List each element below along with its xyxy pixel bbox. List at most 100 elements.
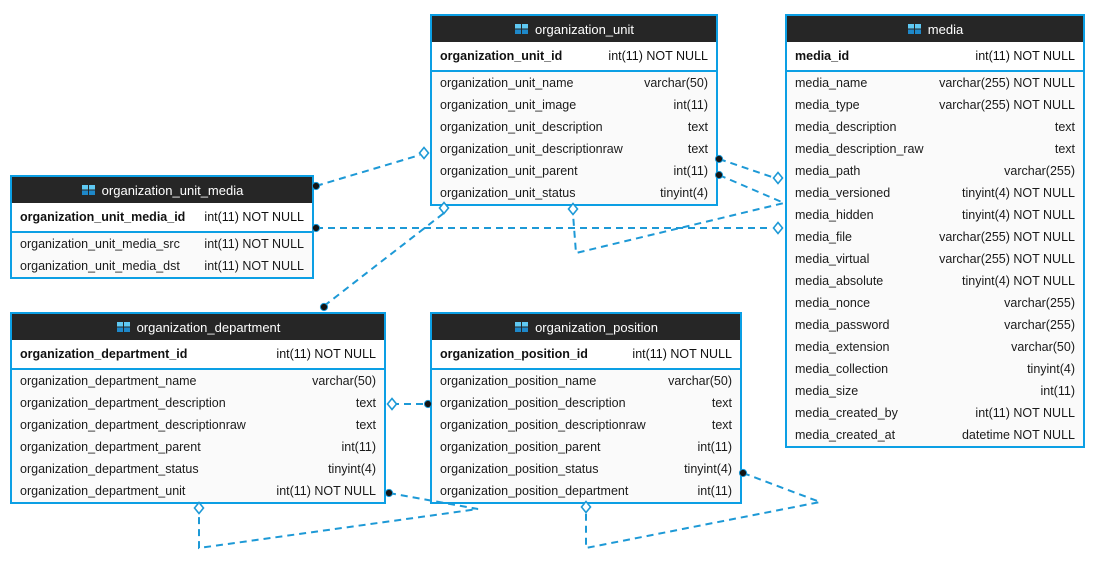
column-type: varchar(255) xyxy=(1004,318,1075,332)
table-row[interactable]: media_type varchar(255) NOT NULL xyxy=(787,94,1083,116)
column-name: organization_department_name xyxy=(20,374,197,388)
table-row[interactable]: organization_department_description text xyxy=(12,392,384,414)
relationship-organization_unit_media_dst->media[interactable] xyxy=(311,221,784,235)
table-row[interactable]: organization_unit_parent int(11) xyxy=(432,160,716,182)
column-name: media_created_at xyxy=(795,428,896,442)
many-end-icon xyxy=(384,488,394,498)
table-row[interactable]: media_hidden tinyint(4) NOT NULL xyxy=(787,204,1083,226)
table-row[interactable]: media_name varchar(255) NOT NULL xyxy=(787,72,1083,94)
table-row[interactable]: media_created_at datetime NOT NULL xyxy=(787,424,1083,446)
table-row[interactable]: media_virtual varchar(255) NOT NULL xyxy=(787,248,1083,270)
table-row[interactable]: media_description_raw text xyxy=(787,138,1083,160)
relationship-organization_position_department->organization_department[interactable] xyxy=(386,397,433,411)
table-organization_unit_media[interactable]: organization_unit_media organization_uni… xyxy=(10,175,314,279)
column-type: datetime NOT NULL xyxy=(961,428,1075,442)
table-body: organization_department_name varchar(50)… xyxy=(12,370,384,502)
column-type: text xyxy=(687,142,708,156)
table-title: media xyxy=(927,21,964,37)
table-title: organization_unit xyxy=(534,21,635,37)
column-type: int(11) xyxy=(1040,384,1075,398)
relationship-organization_unit_media_src->organization_unit[interactable] xyxy=(311,146,430,191)
table-row[interactable]: media_password varchar(255) xyxy=(787,314,1083,336)
table-row[interactable]: media_collection tinyint(4) xyxy=(787,358,1083,380)
column-type: varchar(255) NOT NULL xyxy=(939,76,1075,90)
table-row[interactable]: organization_unit_status tinyint(4) xyxy=(432,182,716,204)
primary-key-row[interactable]: organization_department_id int(11) NOT N… xyxy=(12,340,384,370)
column-name: organization_department_parent xyxy=(20,440,201,454)
table-organization_department[interactable]: organization_department organization_dep… xyxy=(10,312,386,504)
column-name: organization_unit_image xyxy=(440,98,577,112)
column-type: int(11) NOT NULL xyxy=(276,347,376,361)
column-type: int(11) NOT NULL xyxy=(975,406,1075,420)
column-type: varchar(255) xyxy=(1004,164,1075,178)
table-row[interactable]: organization_position_name varchar(50) xyxy=(432,370,740,392)
relationship-organization_unit_image->media[interactable] xyxy=(714,154,784,185)
table-row[interactable]: organization_unit_media_src int(11) NOT … xyxy=(12,233,312,255)
table-header[interactable]: organization_department xyxy=(12,314,384,340)
table-row[interactable]: organization_department_parent int(11) xyxy=(12,436,384,458)
table-row[interactable]: organization_unit_image int(11) xyxy=(432,94,716,116)
column-name: media_name xyxy=(795,76,868,90)
primary-key-row[interactable]: organization_unit_id int(11) NOT NULL xyxy=(432,42,716,72)
primary-key-row[interactable]: organization_position_id int(11) NOT NUL… xyxy=(432,340,740,370)
table-organization_unit[interactable]: organization_unit organization_unit_id i… xyxy=(430,14,718,206)
column-type: text xyxy=(1054,142,1075,156)
table-row[interactable]: organization_unit_media_dst int(11) NOT … xyxy=(12,255,312,277)
table-row[interactable]: organization_department_unit int(11) NOT… xyxy=(12,480,384,502)
table-row[interactable]: organization_position_description text xyxy=(432,392,740,414)
table-row[interactable]: organization_unit_descriptionraw text xyxy=(432,138,716,160)
table-row[interactable]: media_path varchar(255) xyxy=(787,160,1083,182)
column-name: media_password xyxy=(795,318,890,332)
table-row[interactable]: media_size int(11) xyxy=(787,380,1083,402)
table-row[interactable]: media_versioned tinyint(4) NOT NULL xyxy=(787,182,1083,204)
table-row[interactable]: media_description text xyxy=(787,116,1083,138)
column-type: tinyint(4) NOT NULL xyxy=(962,274,1075,288)
column-name: media_description_raw xyxy=(795,142,924,156)
table-row[interactable]: organization_department_descriptionraw t… xyxy=(12,414,384,436)
column-name: media_description xyxy=(795,120,897,134)
table-row[interactable]: media_file varchar(255) NOT NULL xyxy=(787,226,1083,248)
column-type: varchar(255) NOT NULL xyxy=(939,230,1075,244)
column-name: organization_position_department xyxy=(440,484,629,498)
column-type: int(11) NOT NULL xyxy=(204,237,304,251)
table-row[interactable]: organization_unit_description text xyxy=(432,116,716,138)
table-header[interactable]: media xyxy=(787,16,1083,42)
column-type: tinyint(4) NOT NULL xyxy=(962,208,1075,222)
table-row[interactable]: media_absolute tinyint(4) NOT NULL xyxy=(787,270,1083,292)
table-body: organization_unit_name varchar(50) organ… xyxy=(432,72,716,204)
table-media[interactable]: media media_id int(11) NOT NULL media_na… xyxy=(785,14,1085,448)
table-header[interactable]: organization_position xyxy=(432,314,740,340)
table-organization_position[interactable]: organization_position organization_posit… xyxy=(430,312,742,504)
relationship-organization_department_unit->organization_unit[interactable] xyxy=(319,201,450,312)
column-type: int(11) NOT NULL xyxy=(608,49,708,63)
table-row[interactable]: organization_position_status tinyint(4) xyxy=(432,458,740,480)
column-name: organization_department_unit xyxy=(20,484,186,498)
table-row[interactable]: organization_position_descriptionraw tex… xyxy=(432,414,740,436)
table-row[interactable]: organization_position_department int(11) xyxy=(432,480,740,502)
table-header[interactable]: organization_unit xyxy=(432,16,716,42)
primary-key-row[interactable]: organization_unit_media_id int(11) NOT N… xyxy=(12,203,312,233)
table-row[interactable]: organization_department_name varchar(50) xyxy=(12,370,384,392)
table-icon xyxy=(514,321,530,333)
column-name: organization_unit_parent xyxy=(440,164,578,178)
table-title: organization_position xyxy=(535,319,658,335)
table-header[interactable]: organization_unit_media xyxy=(12,177,312,203)
column-name: organization_position_descriptionraw xyxy=(440,418,646,432)
table-row[interactable]: media_created_by int(11) NOT NULL xyxy=(787,402,1083,424)
column-name: organization_department_description xyxy=(20,396,226,410)
column-name: media_versioned xyxy=(795,186,891,200)
column-name: organization_position_parent xyxy=(440,440,601,454)
table-row[interactable]: organization_unit_name varchar(50) xyxy=(432,72,716,94)
column-name: media_path xyxy=(795,164,861,178)
table-row[interactable]: media_extension varchar(50) xyxy=(787,336,1083,358)
table-row[interactable]: media_nonce varchar(255) xyxy=(787,292,1083,314)
table-icon xyxy=(513,23,529,35)
column-name: organization_position_status xyxy=(440,462,599,476)
column-name: organization_unit_id xyxy=(440,49,563,63)
column-name: media_id xyxy=(795,49,850,63)
column-name: media_type xyxy=(795,98,860,112)
table-row[interactable]: organization_department_status tinyint(4… xyxy=(12,458,384,480)
primary-key-row[interactable]: media_id int(11) NOT NULL xyxy=(787,42,1083,72)
column-name: media_size xyxy=(795,384,859,398)
table-row[interactable]: organization_position_parent int(11) xyxy=(432,436,740,458)
